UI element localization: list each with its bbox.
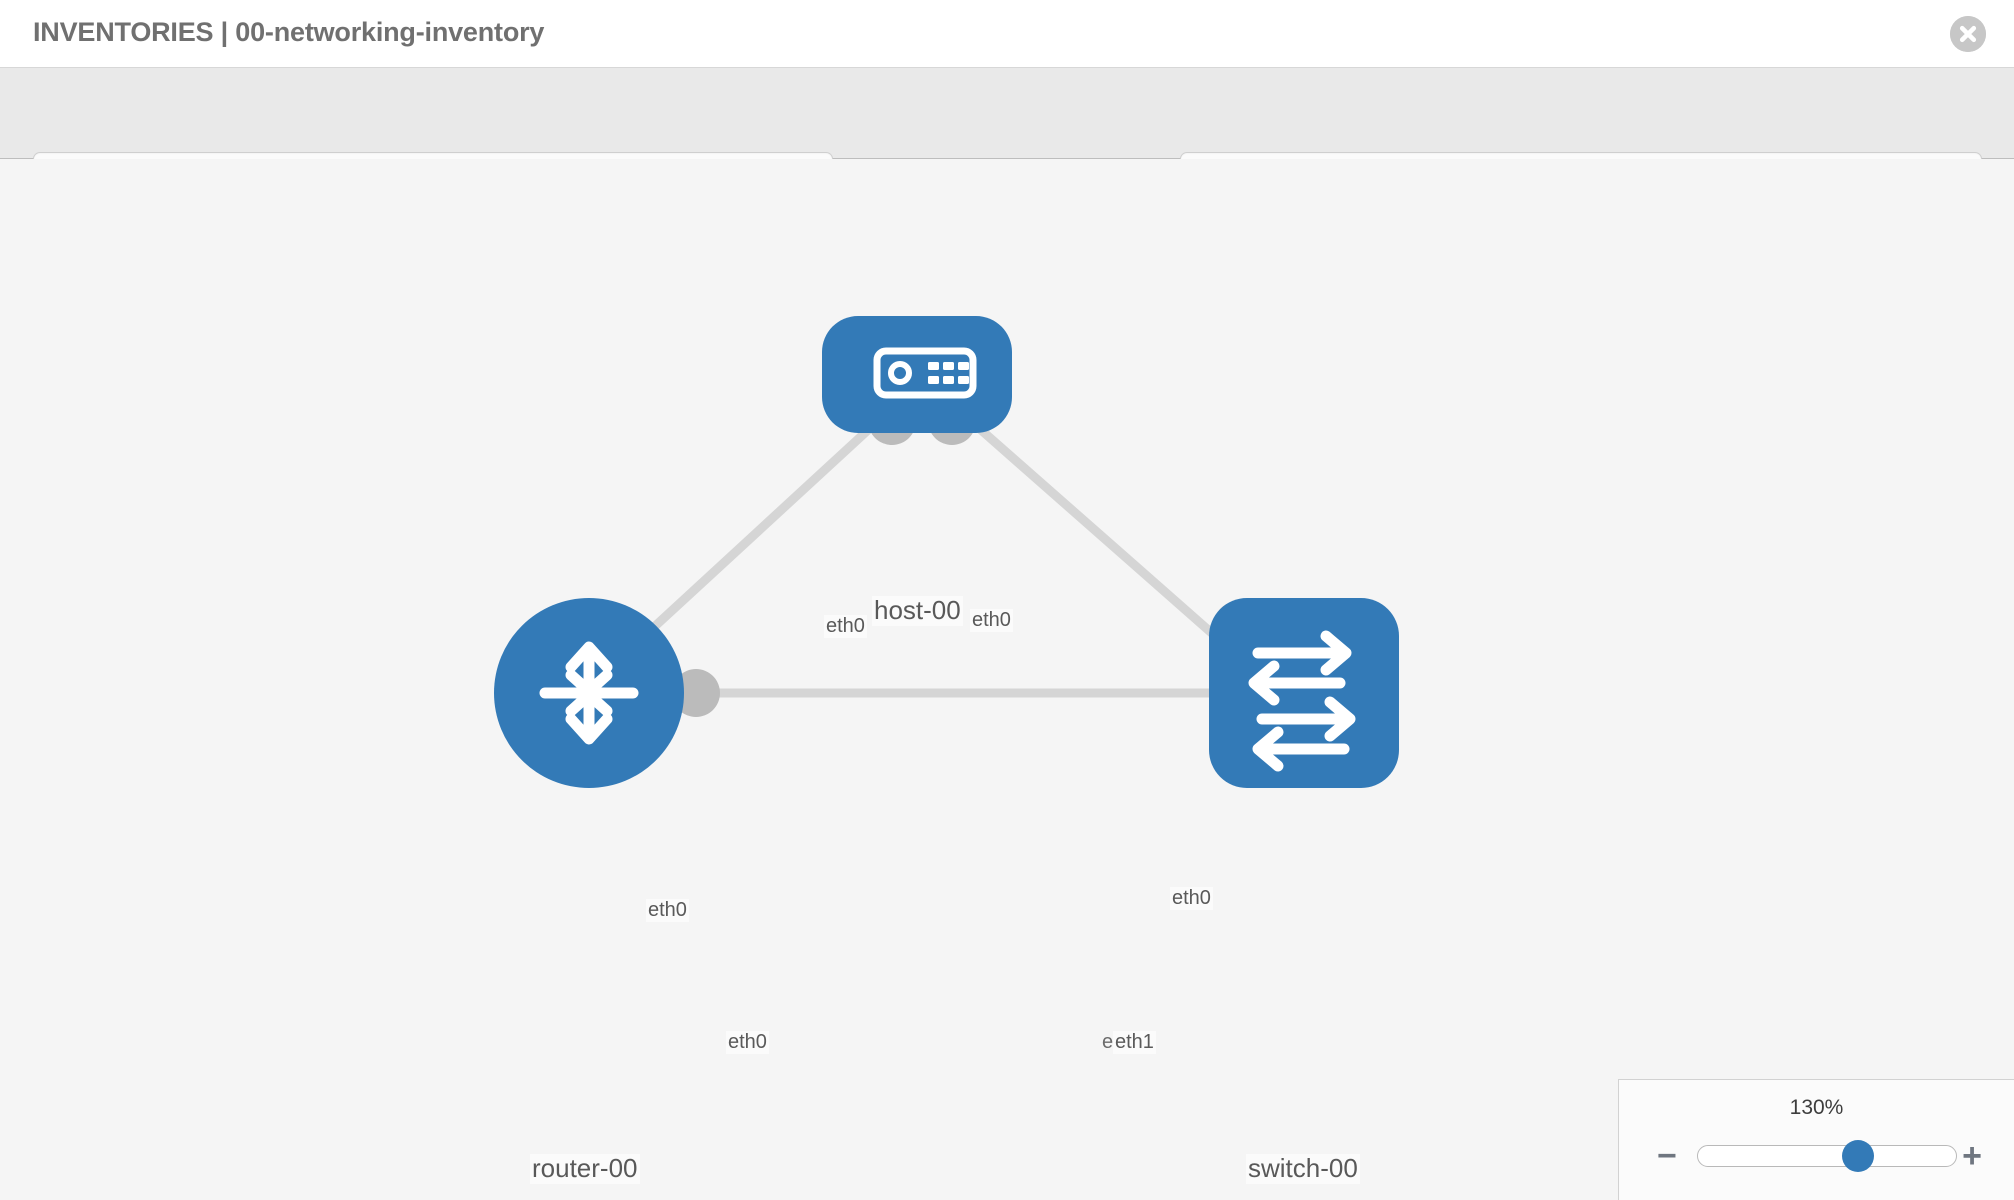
titlebar: INVENTORIES | 00-networking-inventory [0,0,2014,68]
topology-ports [672,397,1262,717]
edge-label-router00-eth0: eth0 [726,1031,769,1054]
zoom-slider-row: − + [1619,1136,2014,1176]
switch-arrows-icon [1248,630,1356,772]
topology-canvas[interactable]: host-00 router-00 switch-00 eth0 eth0 et… [0,159,2014,1200]
close-icon[interactable] [1950,16,1986,52]
zoom-level-value: 130% [1789,1096,1844,1119]
topology-graph [494,316,1399,788]
router-arrows-icon [539,641,639,745]
edge-label-host00-eth0-left: eth0 [824,615,867,638]
edge-host00-switch00[interactable] [952,403,1251,669]
node-switch-00[interactable] [1209,598,1399,788]
node-label-switch-00: switch-00 [1246,1153,1360,1184]
edge-label-router00-eth0-uplink: eth0 [646,899,689,922]
node-router-00[interactable] [494,598,684,788]
topology-edges [611,403,1251,698]
zoom-slider-track[interactable] [1697,1140,1957,1172]
edge-label-switch00-eth1: eth1 [1113,1031,1156,1054]
zoom-out-button[interactable]: − [1657,1137,1677,1175]
edge-label-host00-eth0-right: eth0 [970,609,1013,632]
node-host-00[interactable] [822,316,1012,433]
edge-label-switch00-eth0-uplink: eth0 [1170,887,1213,910]
toolbar: ACTIONS SEARCH [0,68,2014,205]
server-icon [873,347,977,399]
node-label-host-00: host-00 [872,595,963,626]
node-label-router-00: router-00 [530,1153,640,1184]
page-title: INVENTORIES | 00-networking-inventory [33,17,545,47]
port-router00-right[interactable] [672,669,720,717]
zoom-in-button[interactable]: + [1962,1137,1982,1175]
zoom-control-panel: 130% − + [1618,1079,2014,1200]
zoom-slider-thumb[interactable] [1841,1140,1874,1172]
edge-host00-router00[interactable] [611,403,897,667]
